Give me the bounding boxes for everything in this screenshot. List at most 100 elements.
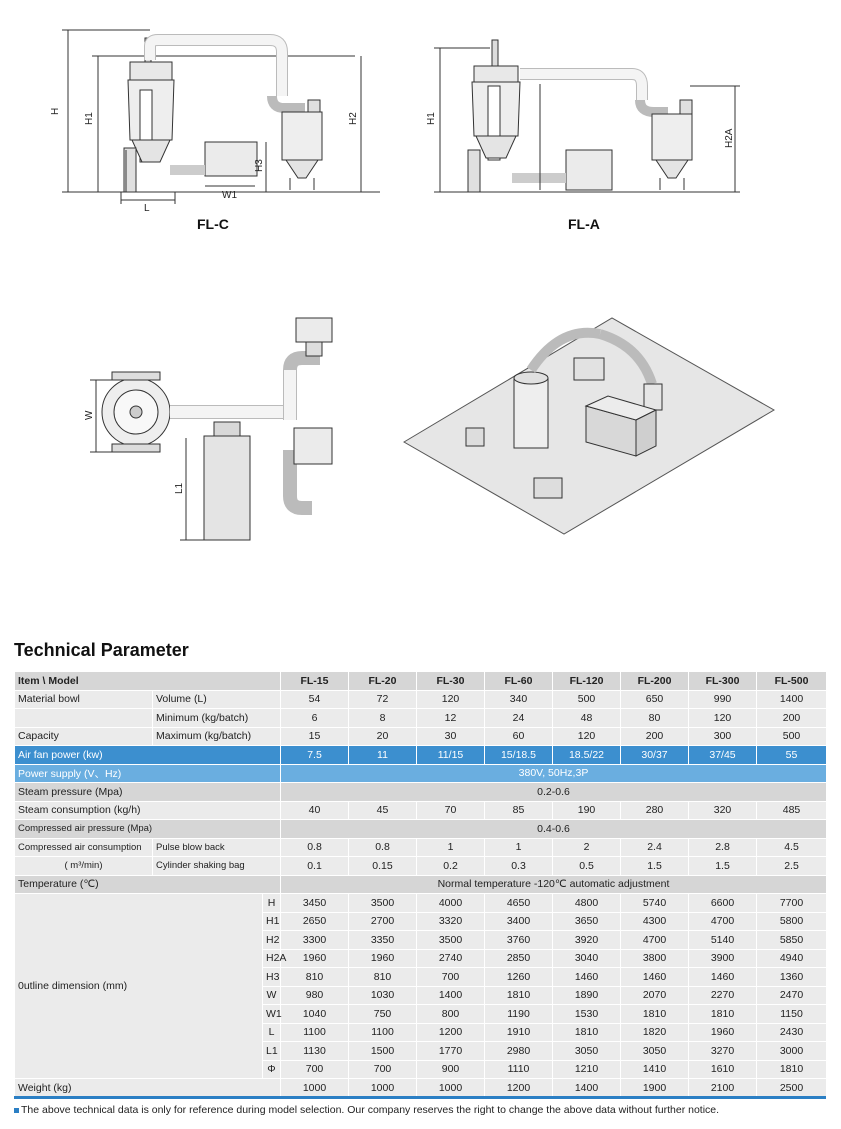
value-cell: 3050 xyxy=(620,1041,689,1061)
value-cell: 2740 xyxy=(416,948,485,968)
value-cell: 120 xyxy=(416,689,485,709)
value-cell: 0.2 xyxy=(416,856,485,876)
value-cell: 1810 xyxy=(756,1059,827,1079)
isometric-drawing xyxy=(403,317,775,535)
steam-pressure-value: 0.2-0.6 xyxy=(280,782,827,802)
header-model-cell: FL-60 xyxy=(484,671,553,691)
value-cell: 990 xyxy=(688,689,757,709)
value-cell: 1130 xyxy=(280,1041,349,1061)
weight-label: Weight (kg) xyxy=(14,1078,281,1098)
value-cell: 3050 xyxy=(552,1041,621,1061)
value-cell: 485 xyxy=(756,800,827,820)
value-cell: 1 xyxy=(484,837,553,857)
minimum-label: Minimum (kg/batch) xyxy=(152,708,281,728)
value-cell: 3300 xyxy=(280,930,349,950)
value-cell: 4000 xyxy=(416,893,485,913)
value-cell: 280 xyxy=(620,800,689,820)
volume-label: Volume (L) xyxy=(152,689,281,709)
value-cell: 1110 xyxy=(484,1059,553,1079)
value-cell: 7700 xyxy=(756,893,827,913)
top-dim-l1: L1 xyxy=(174,482,185,494)
value-cell: 3040 xyxy=(552,948,621,968)
value-cell: 1100 xyxy=(280,1022,349,1042)
header-model-cell: FL-30 xyxy=(416,671,485,691)
value-cell: 2470 xyxy=(756,985,827,1005)
flc-dim-h3: H3 xyxy=(254,159,265,172)
value-cell: 4940 xyxy=(756,948,827,968)
header-model-cell: FL-500 xyxy=(756,671,827,691)
value-cell: 1410 xyxy=(620,1059,689,1079)
drawings-area: H H1 H2 H3 W1 L H1 H2A xyxy=(50,29,775,541)
flc-dim-h1: H1 xyxy=(84,112,95,125)
value-cell: 3920 xyxy=(552,930,621,950)
value-cell: 1030 xyxy=(348,985,417,1005)
value-cell: 500 xyxy=(552,689,621,709)
header-item-cell: Item \ Model xyxy=(14,671,281,691)
value-cell: 1210 xyxy=(552,1059,621,1079)
value-cell: 1200 xyxy=(484,1078,553,1098)
header-model-cell: FL-20 xyxy=(348,671,417,691)
value-cell: 40 xyxy=(280,800,349,820)
dimension-symbol: H xyxy=(262,893,281,913)
value-cell: 1000 xyxy=(348,1078,417,1098)
value-cell: 24 xyxy=(484,708,553,728)
value-cell: 80 xyxy=(620,708,689,728)
value-cell: 85 xyxy=(484,800,553,820)
value-cell: 20 xyxy=(348,726,417,746)
value-cell: 1260 xyxy=(484,967,553,987)
value-cell: 72 xyxy=(348,689,417,709)
value-cell: 4300 xyxy=(620,911,689,931)
value-cell: 37/45 xyxy=(688,745,757,765)
value-cell: 3760 xyxy=(484,930,553,950)
steam-consumption-label: Steam consumption (kg/h) xyxy=(14,800,281,820)
value-cell: 1000 xyxy=(416,1078,485,1098)
value-cell: 320 xyxy=(688,800,757,820)
compressed-consumption-label: Compressed air consumption xyxy=(14,837,153,857)
value-cell: 0.1 xyxy=(280,856,349,876)
bottom-rule xyxy=(14,1096,826,1099)
compressed-unit-label: ( m³/min) xyxy=(14,856,153,876)
compressed-pressure-label: Compressed air pressure (Mpa) xyxy=(14,819,281,839)
temperature-row: Temperature (℃)Normal temperature -120℃ … xyxy=(14,874,827,894)
header-model-cell: FL-200 xyxy=(620,671,689,691)
value-cell: 30 xyxy=(416,726,485,746)
value-cell: 2 xyxy=(552,837,621,857)
value-cell: 55 xyxy=(756,745,827,765)
value-cell: 4.5 xyxy=(756,837,827,857)
value-cell: 2850 xyxy=(484,948,553,968)
value-cell: 1910 xyxy=(484,1022,553,1042)
value-cell: 0.15 xyxy=(348,856,417,876)
value-cell: 1810 xyxy=(552,1022,621,1042)
dimension-symbol: W1 xyxy=(262,1004,282,1024)
power-supply-label: Power supply (V、Hz) xyxy=(14,763,281,783)
value-cell: 1960 xyxy=(688,1022,757,1042)
value-cell: 800 xyxy=(416,1004,485,1024)
value-cell: 6600 xyxy=(688,893,757,913)
material-bowl-label: Material bowl xyxy=(14,689,153,709)
flc-drawing: H H1 H2 H3 W1 L xyxy=(50,29,380,214)
value-cell: 0.8 xyxy=(348,837,417,857)
value-cell: 1000 xyxy=(280,1078,349,1098)
value-cell: 1530 xyxy=(552,1004,621,1024)
value-cell: 1190 xyxy=(484,1004,553,1024)
value-cell: 1890 xyxy=(552,985,621,1005)
flc-dim-w1: W1 xyxy=(222,190,237,201)
temperature-value: Normal temperature -120℃ automatic adjus… xyxy=(280,874,827,894)
value-cell: 3000 xyxy=(756,1041,827,1061)
value-cell: 650 xyxy=(620,689,689,709)
value-cell: 1460 xyxy=(620,967,689,987)
value-cell: 11 xyxy=(348,745,417,765)
temperature-label: Temperature (℃) xyxy=(14,874,281,894)
dimension-symbol: H1 xyxy=(262,911,281,931)
value-cell: 30/37 xyxy=(620,745,689,765)
technical-drawings: H H1 H2 H3 W1 L H1 H2A xyxy=(50,29,775,541)
value-cell: 1400 xyxy=(552,1078,621,1098)
flc-dim-l: L xyxy=(144,203,150,214)
